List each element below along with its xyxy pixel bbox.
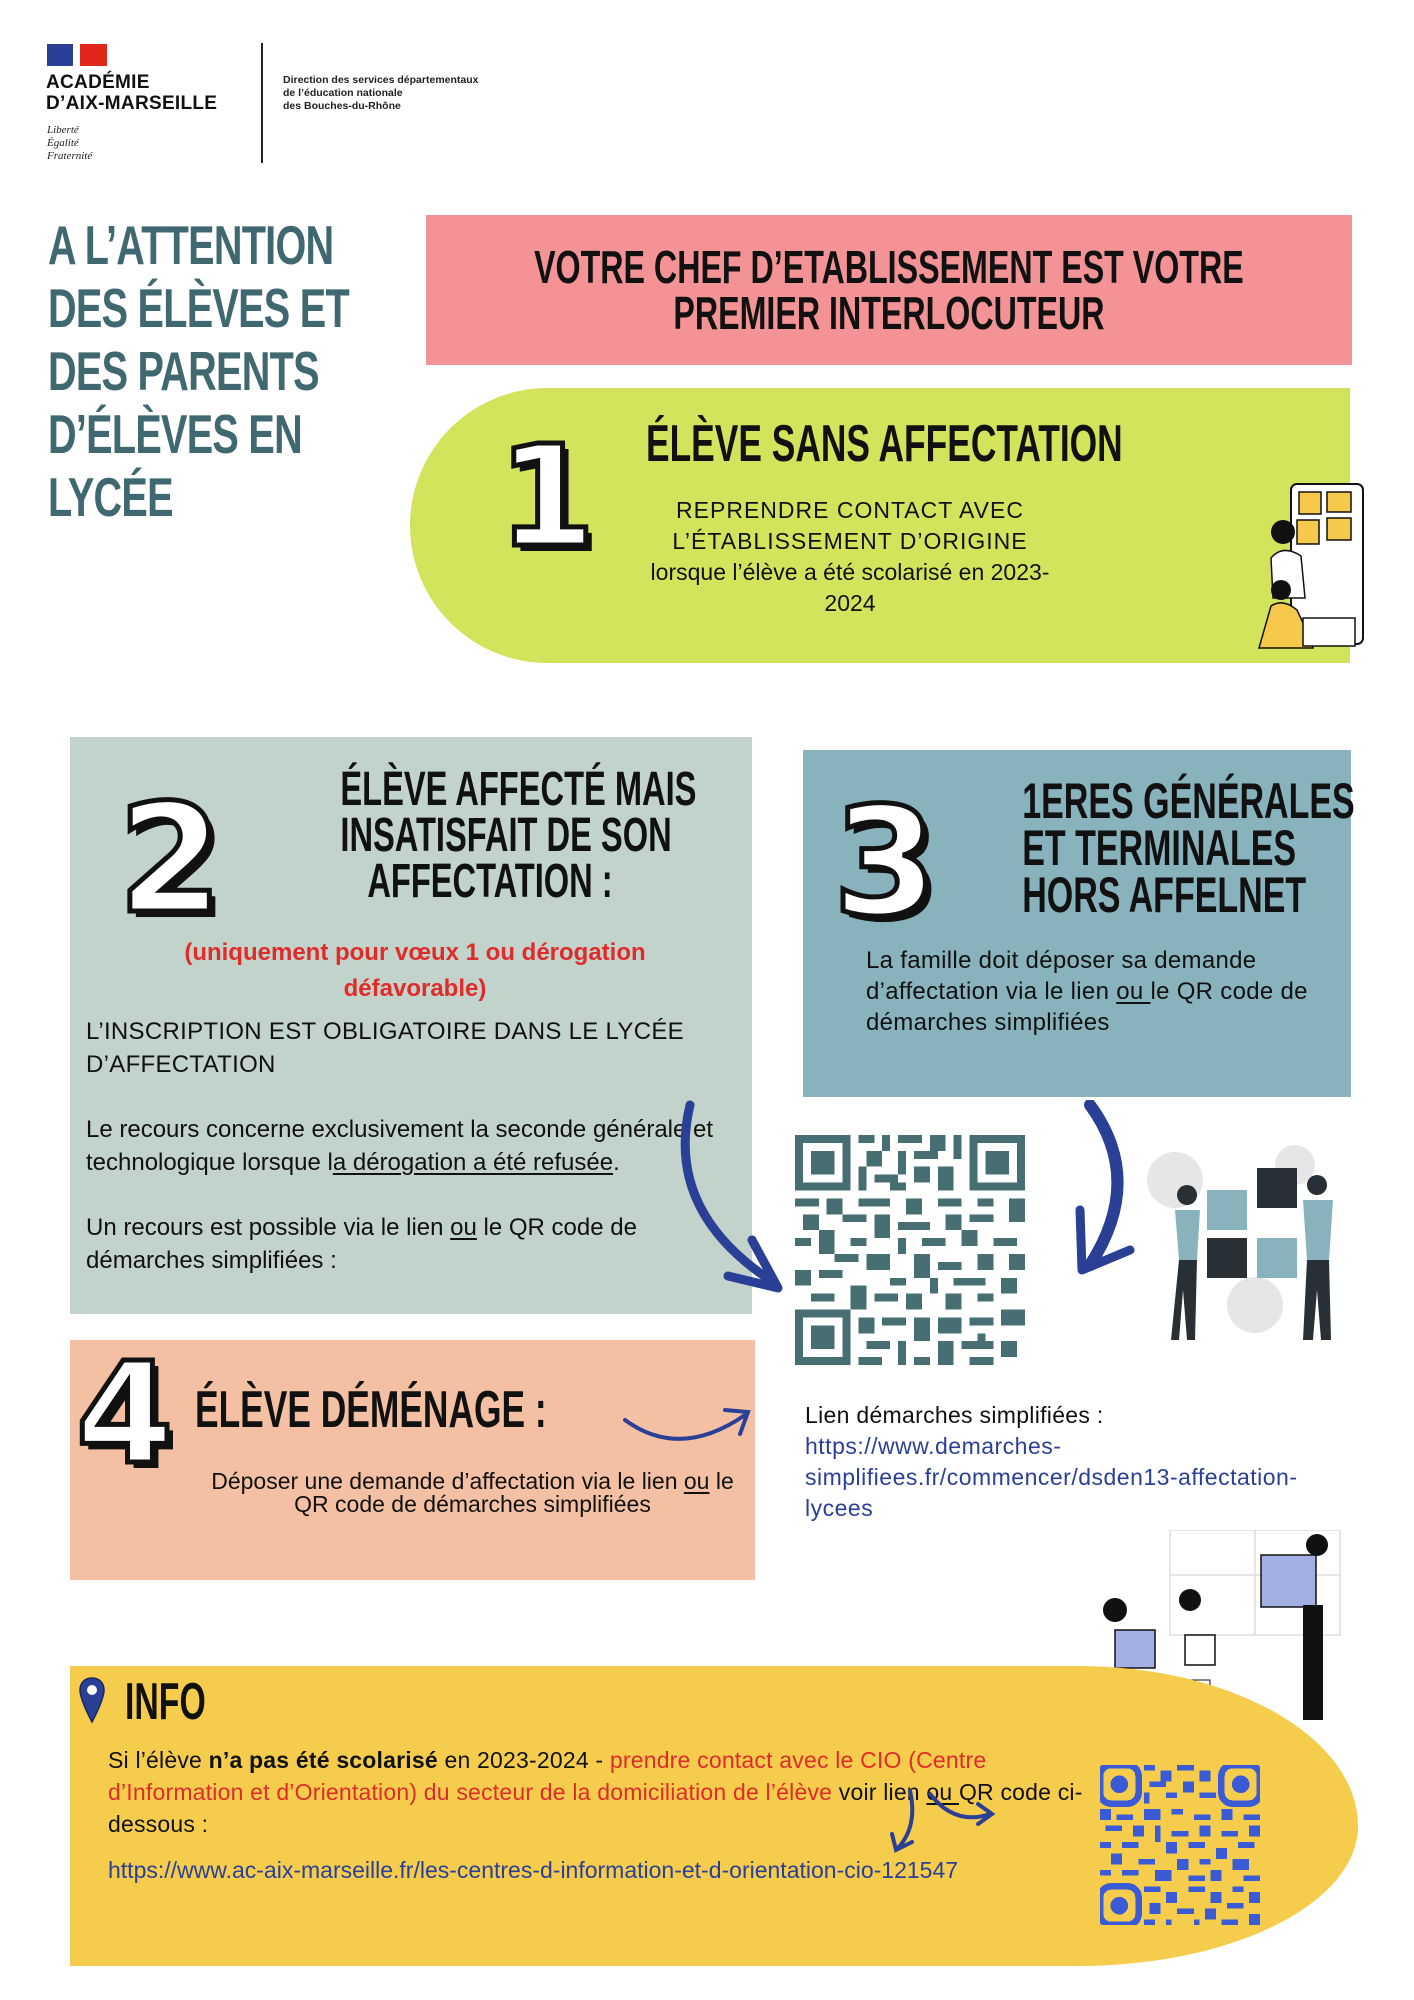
link-label: Lien démarches simplifiées : bbox=[805, 1402, 1104, 1428]
banner-line-1: VOTRE CHEF D’ETABLISSEMENT EST VOTRE bbox=[534, 241, 1244, 293]
card-moving: 4 ÉLÈVE DÉMÉNAGE : Déposer une demande d… bbox=[70, 1340, 755, 1580]
principal-banner: VOTRE CHEF D’ETABLISSEMENT EST VOTRE PRE… bbox=[426, 215, 1352, 365]
card2-registration-text: L’INSCRIPTION EST OBLIGATOIRE DANS LE LY… bbox=[86, 1018, 684, 1078]
academy-line-2: D’AIX-MARSEILLE bbox=[46, 93, 218, 114]
arrow-down-to-qr-icon bbox=[1075, 1100, 1135, 1275]
card-unsatisfied-assignment: 2 ÉLÈVE AFFECTÉ MAIS INSATISFAIT DE SON … bbox=[70, 737, 752, 1314]
info-box: INFO Si l’élève n’a pas été scolarisé en… bbox=[70, 1666, 1358, 1966]
text: Déposer une demande d’affectation via le… bbox=[211, 1468, 684, 1494]
dsden-line-1: Direction des services départementaux bbox=[283, 74, 479, 86]
card2-title: ÉLÈVE AFFECTÉ MAIS INSATISFAIT DE SON AF… bbox=[270, 763, 710, 908]
text: Un recours est possible via le lien bbox=[86, 1214, 451, 1241]
motto-egalite: Égalité bbox=[47, 137, 79, 149]
card3-title-line-3: HORS AFFELNET bbox=[1022, 867, 1307, 923]
card2-appeal-how: Un recours est possible via le lien ou l… bbox=[86, 1211, 726, 1277]
text: Le recours concerne exclusivement la sec… bbox=[86, 1116, 714, 1176]
academy-line-1: ACADÉMIE bbox=[46, 72, 150, 93]
card3-title-line-2: ET TERMINALES bbox=[1022, 820, 1297, 876]
underlined-text: ou bbox=[926, 1779, 959, 1805]
arrow-right-icon bbox=[623, 1408, 751, 1441]
card2-title-line-2: INSATISFAIT DE SON bbox=[340, 809, 672, 862]
motto: Liberté Égalité Fraternité bbox=[47, 124, 92, 163]
step-number-4: 4 bbox=[73, 1333, 175, 1496]
audience-line-2: DES ÉLÈVES ET bbox=[48, 277, 350, 339]
text: QR code ci-dessous : bbox=[108, 1779, 1083, 1837]
motto-liberte: Liberté bbox=[47, 124, 79, 136]
bold-text: n’a pas été scolarisé bbox=[208, 1747, 438, 1773]
card1-line-3: lorsque l’élève a été scolarisé en 2023- bbox=[650, 559, 1050, 585]
card1-title: ÉLÈVE SANS AFFECTATION bbox=[646, 415, 1123, 473]
dsden-line-3: des Bouches-du-Rhône bbox=[283, 100, 401, 112]
audience-line-4: D’ÉLÈVES EN bbox=[48, 403, 303, 465]
academy-name: ACADÉMIE D’AIX-MARSEILLE bbox=[46, 72, 217, 114]
card2-title-line-1: ÉLÈVE AFFECTÉ MAIS bbox=[340, 763, 697, 816]
cio-url-link[interactable]: https://www.ac-aix-marseille.fr/les-cent… bbox=[108, 1857, 959, 1883]
underlined-text: ou bbox=[683, 1468, 710, 1494]
banner-line-2: PREMIER INTERLOCUTEUR bbox=[673, 287, 1105, 339]
card2-title-line-3: AFFECTATION : bbox=[367, 855, 613, 908]
flag-blue bbox=[47, 44, 73, 66]
text: La famille doit déposer sa demande d’aff… bbox=[866, 947, 1257, 1005]
card3-title: 1ERES GÉNÉRALES ET TERMINALES HORS AFFEL… bbox=[963, 773, 1355, 923]
demarches-link-block: Lien démarches simplifiées : https://www… bbox=[805, 1400, 1335, 1524]
info-text: Si l’élève n’a pas été scolarisé en 2023… bbox=[108, 1744, 1098, 1840]
marianne-logo bbox=[47, 44, 107, 66]
audience-title: A L’ATTENTION DES ÉLÈVES ET DES PARENTS … bbox=[48, 214, 388, 529]
step-number-2: 2 bbox=[115, 773, 224, 947]
qr-code-cio[interactable] bbox=[1100, 1765, 1260, 1925]
qr-code-demarches[interactable] bbox=[795, 1135, 1025, 1365]
card-no-assignment: 1 ÉLÈVE SANS AFFECTATION REPRENDRE CONTA… bbox=[410, 388, 1364, 663]
red-text: prendre contact avec le CIO (Centre d’In… bbox=[108, 1747, 987, 1805]
card-premieres-terminales: 3 1ERES GÉNÉRALES ET TERMINALES HORS AFF… bbox=[803, 750, 1355, 1097]
text: Si l’élève bbox=[108, 1747, 209, 1773]
underlined-text: ou bbox=[1116, 978, 1151, 1005]
puzzle-collaboration-illustration bbox=[1147, 1145, 1333, 1340]
underlined-text: ou bbox=[450, 1214, 477, 1241]
puzzle-team-illustration bbox=[1258, 483, 1364, 649]
card2-body: L’INSCRIPTION EST OBLIGATOIRE DANS LE LY… bbox=[86, 1015, 726, 1309]
audience-line-5: LYCÉE bbox=[48, 466, 174, 528]
card2-appeal-scope: Le recours concerne exclusivement la sec… bbox=[86, 1113, 726, 1179]
text: . bbox=[613, 1149, 620, 1176]
dsden-label: Direction des services départementaux de… bbox=[283, 74, 479, 113]
audience-line-3: DES PARENTS bbox=[48, 340, 320, 402]
demarches-url-link[interactable]: https://www.demarches-simplifiees.fr/com… bbox=[805, 1433, 1298, 1521]
dsden-line-2: de l’éducation nationale bbox=[283, 87, 403, 99]
card1-line-4: 2024 bbox=[824, 590, 876, 616]
text: le QR code de démarches simplifiées bbox=[294, 1468, 734, 1517]
double-arrow-icon bbox=[890, 1789, 996, 1853]
underlined-text: a dérogation a été refusée bbox=[332, 1149, 614, 1176]
motto-fraternite: Fraternité bbox=[47, 150, 93, 162]
text: le QR code de démarches simplifiées : bbox=[86, 1214, 637, 1274]
card3-title-line-1: 1ERES GÉNÉRALES bbox=[1022, 773, 1355, 829]
step-number-1: 1 bbox=[495, 416, 597, 579]
card2-condition-note: (uniquement pour vœux 1 ou dérogation dé… bbox=[184, 939, 646, 1002]
step-number-3: 3 bbox=[830, 776, 939, 950]
text: voir lien bbox=[832, 1779, 927, 1805]
text: en 2023-2024 - bbox=[437, 1747, 610, 1773]
map-pin-icon bbox=[79, 1677, 105, 1724]
audience-line-1: A L’ATTENTION bbox=[48, 214, 334, 276]
card1-line-2: L’ÉTABLISSEMENT D’ORIGINE bbox=[672, 528, 1028, 554]
card1-line-1: REPRENDRE CONTACT AVEC bbox=[676, 497, 1024, 523]
info-title: INFO bbox=[125, 1673, 206, 1731]
card4-body: Déposer une demande d’affectation via le… bbox=[200, 1470, 745, 1516]
header-divider bbox=[261, 43, 263, 163]
card4-title: ÉLÈVE DÉMÉNAGE : bbox=[195, 1381, 547, 1439]
card1-text: REPRENDRE CONTACT AVEC L’ÉTABLISSEMENT D… bbox=[550, 495, 1150, 619]
flag-red bbox=[80, 44, 107, 66]
arrow-to-qr-icon bbox=[680, 1100, 783, 1293]
students-presenting-illustration bbox=[1079, 1530, 1341, 1723]
text: le QR code de démarches simplifiées bbox=[866, 978, 1308, 1036]
card3-body: La famille doit déposer sa demande d’aff… bbox=[866, 945, 1346, 1038]
